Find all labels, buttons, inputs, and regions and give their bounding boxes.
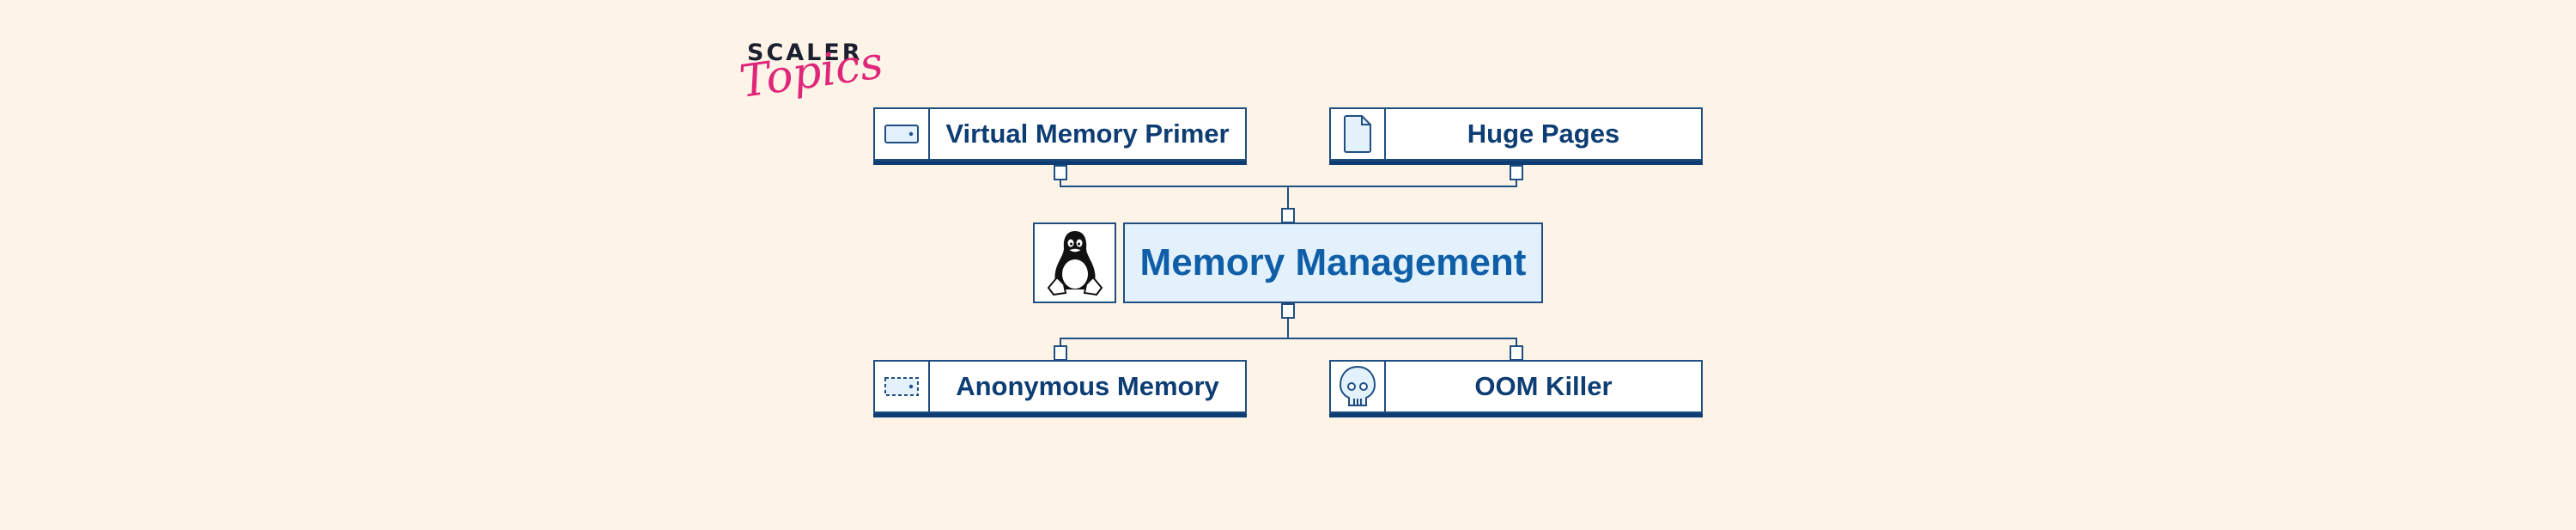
connector-port [1281, 303, 1295, 319]
connector-line [1287, 318, 1289, 339]
connector-port [1510, 345, 1523, 361]
document-page-icon [1331, 109, 1386, 159]
connector-line [1287, 186, 1289, 208]
skull-icon [1331, 362, 1386, 411]
linux-penguin-icon [1033, 222, 1116, 303]
node-anonymous-memory: Anonymous Memory [873, 360, 1247, 413]
connector-line [1516, 179, 1517, 187]
node-virtual-memory-primer: Virtual Memory Primer [873, 107, 1247, 161]
connector-line [1060, 338, 1061, 346]
memory-block-icon [875, 109, 930, 159]
node-label: Anonymous Memory [956, 371, 1219, 401]
connector-line [1060, 338, 1517, 339]
connector-port [1054, 345, 1067, 361]
connector-line [1060, 179, 1061, 187]
node-label: OOM Killer [1474, 371, 1613, 401]
dashed-memory-block-icon [875, 362, 930, 411]
node-label: Huge Pages [1467, 119, 1620, 149]
connector-port [1281, 208, 1295, 223]
node-oom-killer: OOM Killer [1329, 360, 1703, 413]
connector-line [1516, 338, 1517, 346]
node-huge-pages: Huge Pages [1329, 107, 1703, 161]
center-node-memory-management: Memory Management [1123, 222, 1543, 303]
node-label: Virtual Memory Primer [945, 119, 1230, 149]
logo-brand: SCALER [747, 40, 863, 66]
